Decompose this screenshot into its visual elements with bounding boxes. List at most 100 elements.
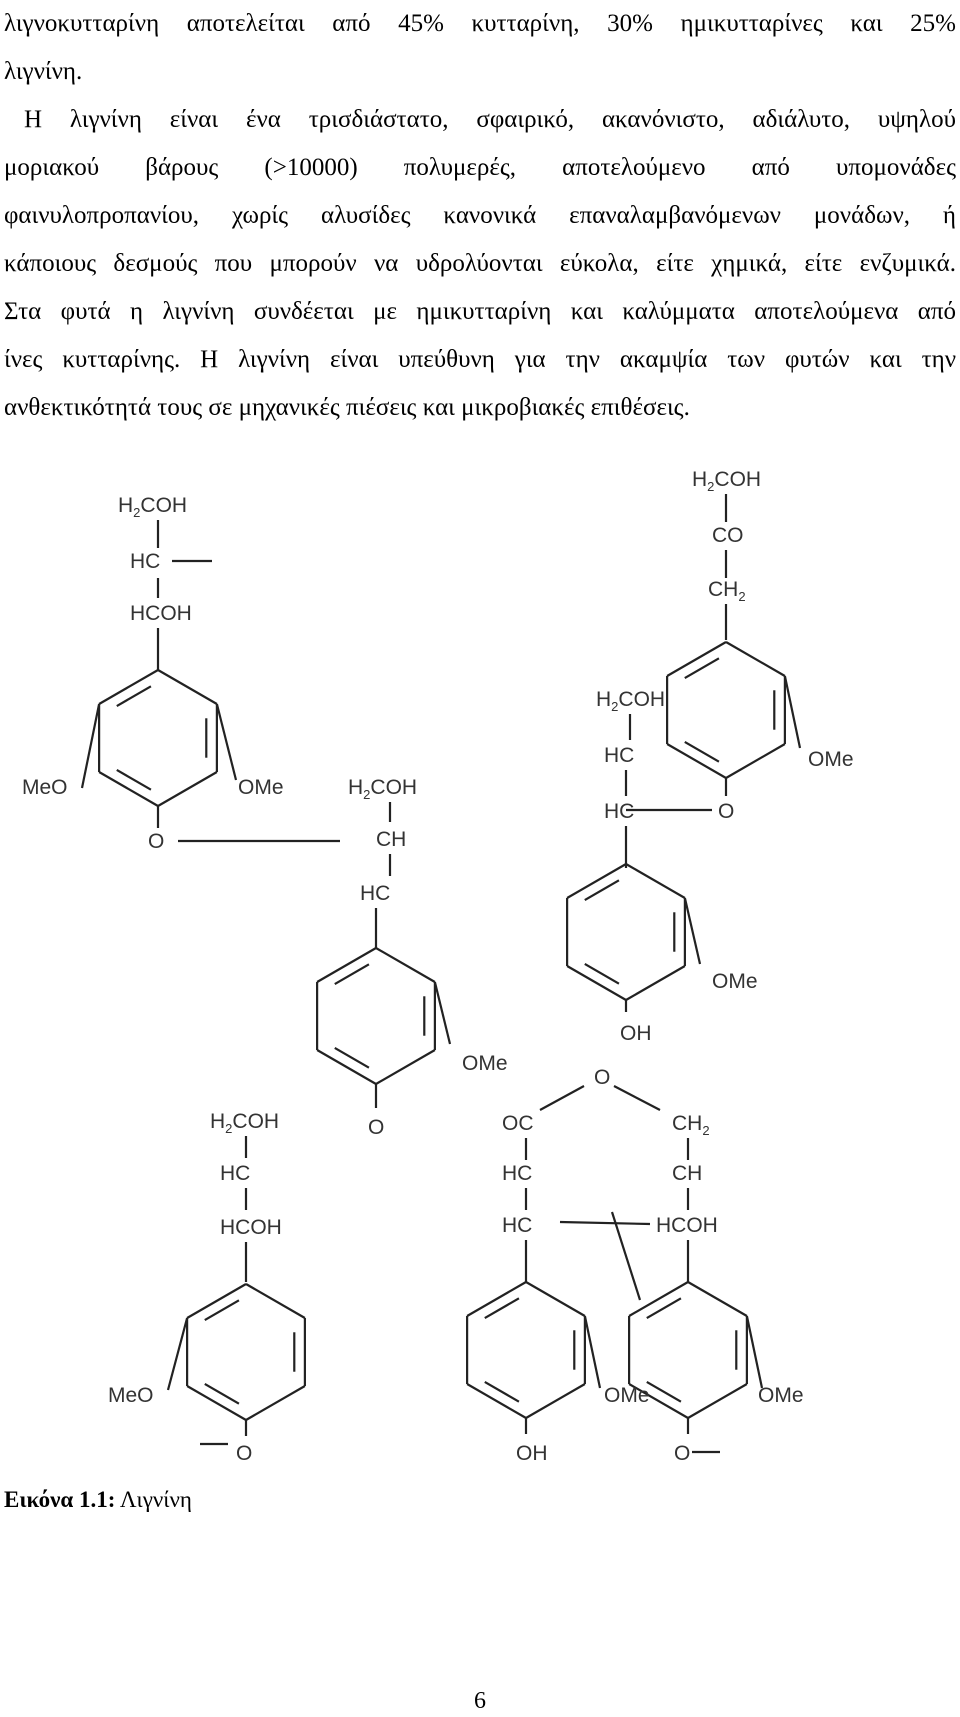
ring-bond (98, 669, 159, 705)
label-hcoh: HCOH (130, 602, 192, 625)
page-number: 6 (474, 1688, 486, 1714)
label-h2coh: H2COH (348, 776, 417, 802)
label-hc: HC (502, 1214, 532, 1237)
bond (215, 703, 238, 781)
text-line: λιγνοκυτταρίνη αποτελείται από 45% κυττα… (4, 10, 956, 37)
label-o: O (236, 1442, 252, 1465)
ring-double-bond (684, 741, 720, 763)
label-ome: OMe (808, 748, 854, 771)
ring-double-bond (334, 1047, 370, 1069)
label-ome: OMe (712, 970, 758, 993)
ring-double-bond (584, 879, 620, 901)
ring-bond (466, 1383, 527, 1419)
text-line: Στα φυτά η λιγνίνη συνδέεται με ημικυττα… (4, 298, 956, 325)
ring-bond (628, 1383, 689, 1419)
ring-bond (666, 641, 727, 677)
text-line: ίνες κυτταρίνης. Η λιγνίνη είναι υπεύθυν… (4, 346, 956, 373)
label-meo: MeO (22, 776, 68, 799)
ring-bond (98, 771, 159, 807)
ring-bond (186, 1283, 247, 1319)
label-ch: CH (672, 1162, 702, 1185)
label-ch2: CH2 (708, 578, 746, 604)
ring-bond (628, 1281, 689, 1317)
body-text: λιγνοκυτταρίνη αποτελείται από 45% κυττα… (4, 0, 956, 432)
label-ome: OMe (238, 776, 284, 799)
text-line: φαινυλοπροπανίου, χωρίς αλυσίδες κανονικ… (4, 202, 956, 229)
ring-bond (525, 1383, 586, 1419)
ring-bond (375, 1049, 436, 1085)
ring-bond (316, 1049, 377, 1085)
label-hcoh: HCOH (656, 1214, 718, 1237)
label-h2coh: H2COH (210, 1110, 279, 1136)
label-o: O (718, 800, 734, 823)
label-co: CO (712, 524, 744, 547)
label-hcoh: HCOH (220, 1216, 282, 1239)
ring-double-bond (116, 685, 152, 707)
bond (610, 1211, 642, 1301)
label-meo: MeO (108, 1384, 154, 1407)
caption-text: Λιγνίνη (115, 1487, 192, 1512)
ring-double-bond (484, 1381, 520, 1403)
ring-double-bond (584, 963, 620, 985)
aromatic-ring-a (98, 669, 218, 807)
bond (783, 675, 802, 749)
ring-bond (725, 641, 786, 677)
label-oh: OH (516, 1442, 548, 1465)
bond (613, 1085, 661, 1111)
aromatic-ring-f (466, 1281, 586, 1419)
ring-bond (245, 1385, 306, 1421)
bond (166, 1317, 189, 1391)
label-o: O (594, 1066, 610, 1089)
text-line: Η λιγνίνη είναι ένα τρισδιάστατο, σφαιρι… (24, 106, 956, 133)
ring-bond (725, 743, 786, 779)
label-o: O (368, 1116, 384, 1139)
ring-bond (245, 1283, 306, 1319)
ring-bond (157, 771, 218, 807)
ring-double-bond (116, 769, 152, 791)
text-line: μοριακού βάρους (>10000) πολυμερές, αποτ… (4, 154, 956, 181)
aromatic-ring-b (316, 947, 436, 1085)
bond (80, 703, 101, 789)
label-h2coh: H2COH (118, 494, 187, 520)
ring-double-bond (646, 1297, 682, 1319)
label-hc: HC (604, 744, 634, 767)
label-h2coh: H2COH (692, 468, 761, 494)
bond (745, 1315, 764, 1389)
ring-double-bond (204, 1299, 240, 1321)
label-oh: OH (620, 1022, 652, 1045)
ring-bond (687, 1281, 748, 1317)
caption-prefix: Εικόνα 1.1: (4, 1487, 116, 1512)
ring-bond (566, 863, 627, 899)
label-ome: OMe (758, 1384, 804, 1407)
figure-caption: Εικόνα 1.1: Λιγνίνη (4, 1487, 192, 1513)
bond (583, 1315, 602, 1389)
text-line: κάποιους δεσμούς που μπορούν να υδρολύον… (4, 250, 956, 277)
ring-double-bond (484, 1297, 520, 1319)
ring-bond (466, 1281, 527, 1317)
aromatic-ring-d (566, 863, 686, 1001)
ring-bond (687, 1383, 748, 1419)
ring-double-bond (646, 1381, 682, 1403)
label-h2coh: H2COH (596, 688, 665, 714)
bond (559, 1220, 651, 1226)
label-ome: OMe (462, 1052, 508, 1075)
label-ch2: CH2 (672, 1112, 710, 1138)
ring-bond (375, 947, 436, 983)
ring-double-bond (684, 657, 720, 679)
label-hc: HC (604, 800, 634, 823)
text-line: λιγνίνη. (4, 58, 83, 85)
ring-bond (316, 947, 377, 983)
label-ome: OMe (604, 1384, 650, 1407)
ring-bond (525, 1281, 586, 1317)
ring-bond (625, 965, 686, 1001)
ring-bond (666, 743, 727, 779)
ring-bond (625, 863, 686, 899)
label-hc: HC (502, 1162, 532, 1185)
label-hc: HC (130, 550, 160, 573)
bond (539, 1085, 585, 1111)
label-ch: CH (376, 828, 406, 851)
label-o: O (674, 1442, 690, 1465)
